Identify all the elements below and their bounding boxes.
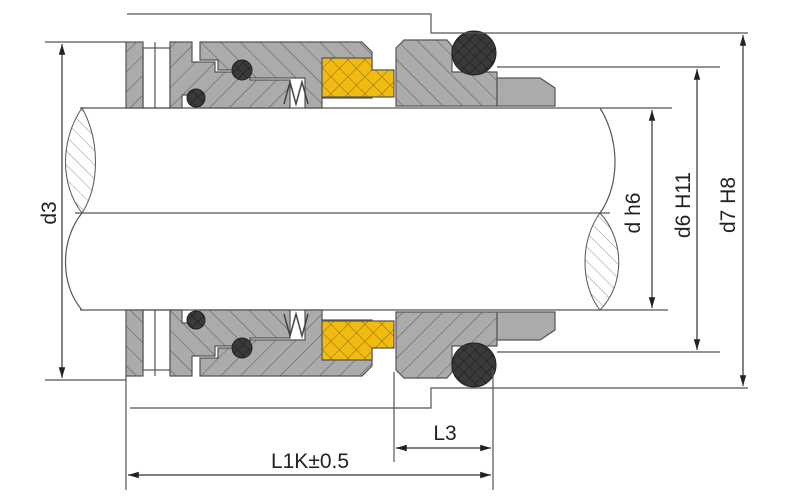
dimension-lines [58, 34, 747, 479]
extension-lines [45, 13, 748, 490]
spring-icon [283, 79, 309, 107]
seal-upper-section [125, 30, 556, 109]
o-ring-large [451, 30, 497, 76]
shaft [65, 107, 620, 311]
seal-lower-section [125, 309, 556, 388]
label-l1k: L1K±0.5 [271, 450, 349, 473]
shaft-break-left [65, 107, 96, 214]
seal-face-carbon [321, 57, 395, 98]
o-ring-small-a [231, 59, 253, 81]
label-l3: L3 [433, 422, 456, 445]
label-d6-h11: d6 H11 [672, 172, 695, 238]
stationary-seat [395, 39, 498, 107]
label-d7-h8: d7 H8 [717, 177, 740, 233]
label-d3: d3 [38, 201, 61, 224]
label-d-h6: d h6 [622, 193, 645, 234]
o-ring-small-b [186, 88, 206, 108]
seat-sleeve [496, 77, 556, 107]
shaft-break-right [584, 212, 620, 311]
retaining-ring [125, 41, 144, 109]
